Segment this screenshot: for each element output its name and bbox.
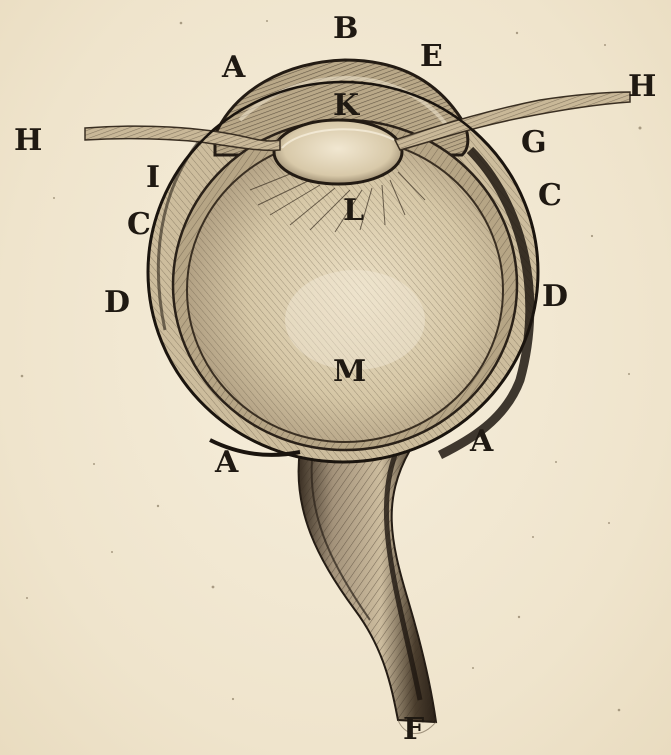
label-a-right: A — [470, 427, 493, 457]
label-k: K — [333, 91, 359, 121]
label-f: F — [403, 715, 424, 745]
label-b: B — [333, 14, 358, 44]
label-m: M — [333, 357, 366, 387]
label-d-left: D — [104, 288, 130, 318]
label-a-left: A — [215, 448, 238, 478]
label-d-right: D — [542, 282, 568, 312]
optic-nerve — [299, 450, 436, 734]
label-i: I — [146, 163, 160, 193]
label-l: L — [343, 196, 364, 226]
label-g: G — [521, 128, 547, 158]
label-c-left: C — [127, 210, 151, 240]
crystalline-lens — [274, 120, 402, 184]
label-e: E — [420, 42, 443, 72]
label-h-right: H — [628, 72, 656, 102]
label-a-top: A — [222, 53, 245, 83]
label-c-right: C — [538, 181, 562, 211]
label-h-left: H — [14, 126, 42, 156]
